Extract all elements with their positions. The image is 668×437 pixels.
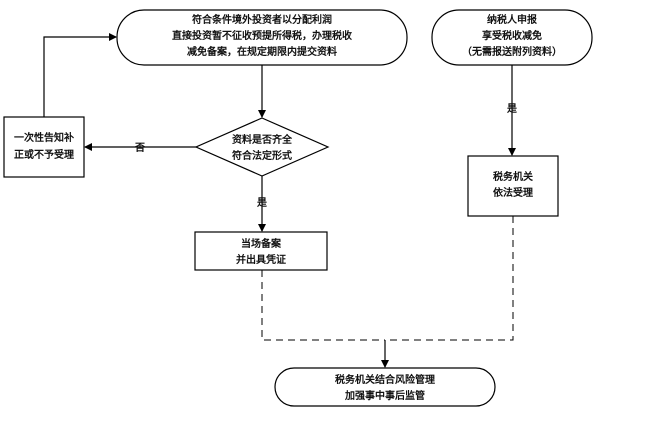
decision-diamond: 资料是否齐全 符合法定形式 (194, 117, 330, 177)
notify-line-1: 一次性告知补 (14, 131, 74, 144)
start-node-right: 纳税人申报 享受税收减免 （无需报送附列资料） (431, 9, 593, 66)
accept-line-1: 当场备案 (241, 237, 282, 250)
tax-office-line-2: 依法受理 (493, 186, 533, 199)
edge-label-yes-left: 是 (256, 197, 267, 209)
edge-tax-office-to-end-dashed (385, 216, 514, 341)
start-right-line-3: （无需报送附列资料） (462, 45, 562, 58)
decision-line-2: 符合法定形式 (232, 149, 292, 162)
accept-box: 当场备案 并出具凭证 (194, 231, 328, 271)
notify-box: 一次性告知补 正或不予受理 (3, 116, 85, 178)
start-right-line-2: 享受税收减免 (482, 29, 542, 42)
edge-notify-to-start (43, 33, 117, 117)
end-line-2: 加强事中事后监管 (344, 389, 425, 402)
edge-label-no: 否 (134, 142, 145, 154)
end-line-1: 税务机关结合风险管理 (335, 373, 435, 386)
tax-office-line-1: 税务机关 (493, 170, 533, 183)
tax-office-box: 税务机关 依法受理 (467, 155, 559, 217)
start-left-line-3: 减免备案，在规定期限内提交资料 (187, 45, 337, 58)
accept-line-2: 并出具凭证 (236, 253, 286, 266)
start-node-left: 符合条件境外投资者以分配利润 直接投资暂不征收预提所得税，办理税收 减免备案，在… (116, 9, 408, 66)
end-node: 税务机关结合风险管理 加强事中事后监管 (274, 367, 496, 407)
edge-label-yes-right: 是 (506, 103, 517, 115)
start-left-line-2: 直接投资暂不征收预提所得税，办理税收 (172, 29, 352, 42)
start-left-line-1: 符合条件境外投资者以分配利润 (192, 13, 332, 26)
edge-accept-to-end-dashed (261, 270, 385, 341)
notify-line-2: 正或不予受理 (14, 148, 74, 161)
decision-line-1: 资料是否齐全 (232, 133, 293, 146)
start-right-line-1: 纳税人申报 (487, 13, 537, 26)
